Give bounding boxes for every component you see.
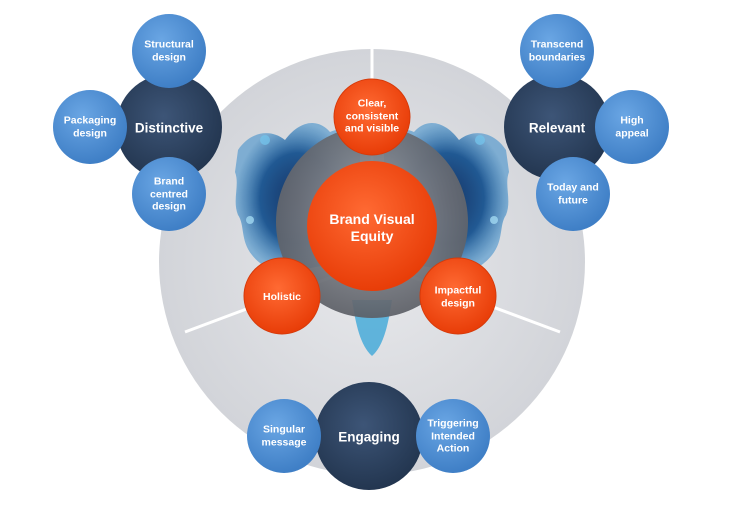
pillar-node-engaging bbox=[315, 382, 423, 490]
pillar-item-triggering-intended-action bbox=[416, 399, 490, 473]
center-node bbox=[307, 161, 437, 291]
pillar-item-today-and-future bbox=[536, 157, 610, 231]
pillar-item-singular-message bbox=[247, 399, 321, 473]
attribute-node-holistic bbox=[243, 257, 321, 335]
pillar-node-distinctive bbox=[116, 74, 222, 180]
attribute-node-impactful bbox=[419, 257, 497, 335]
pillar-node-relevant bbox=[504, 74, 610, 180]
pillar-item-brand-centred-design bbox=[132, 157, 206, 231]
pillar-item-transcend-boundaries bbox=[520, 14, 594, 88]
pillar-item-packaging-design bbox=[53, 90, 127, 164]
pillar-item-high-appeal bbox=[595, 90, 669, 164]
attribute-node-clear bbox=[333, 78, 411, 156]
pillar-item-structural-design bbox=[132, 14, 206, 88]
